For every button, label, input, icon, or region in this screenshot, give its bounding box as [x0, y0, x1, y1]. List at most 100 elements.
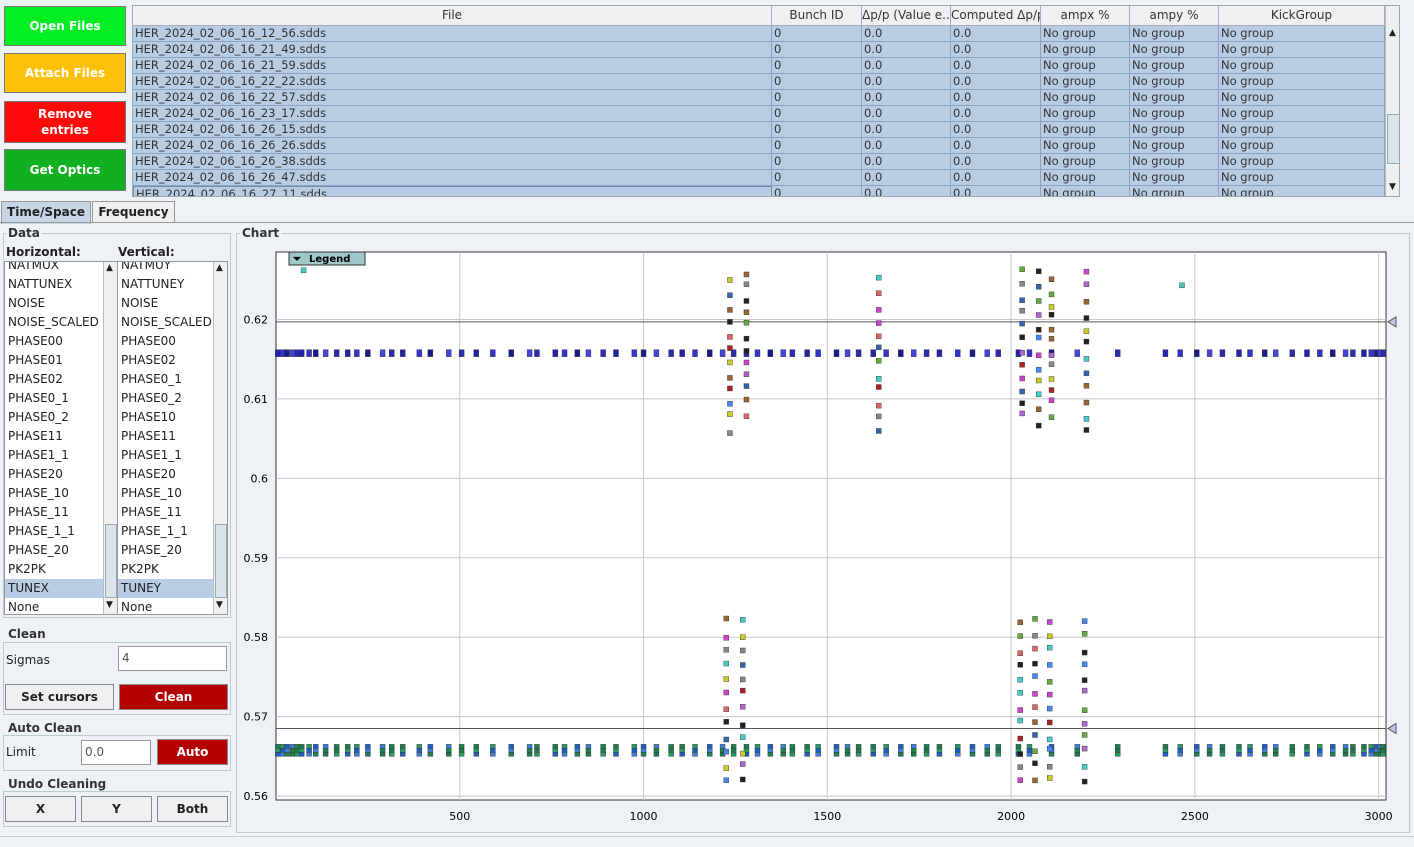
list-item[interactable]: NATMUY	[121, 261, 172, 272]
column-header[interactable]: File	[133, 6, 772, 26]
horizontal-list-scrollbar[interactable]: ▲ ▼	[103, 262, 117, 614]
list-item[interactable]: NOISE_SCALED	[8, 315, 99, 329]
list-item[interactable]: PK2PK	[121, 562, 159, 576]
tab-frequency[interactable]: Frequency	[92, 201, 175, 223]
chart-cursors[interactable]	[276, 315, 1397, 735]
data-point	[458, 748, 465, 753]
table-scrollbar[interactable]: ▲ ▼	[1385, 6, 1399, 196]
list-item[interactable]: PHASE0_2	[8, 410, 69, 424]
list-item[interactable]: PHASE_10	[121, 486, 182, 500]
list-item[interactable]: PHASE_20	[121, 543, 182, 557]
list-item[interactable]: PHASE_20	[8, 543, 69, 557]
open-files-button[interactable]: Open Files	[4, 6, 126, 46]
column-header[interactable]: Δp/p (Value e...	[862, 6, 951, 26]
limit-input[interactable]: 0.0	[81, 740, 151, 765]
tab-time-space[interactable]: Time/Space	[1, 201, 91, 224]
list-item[interactable]: PHASE_1_1	[8, 524, 75, 538]
cursor-handle-icon[interactable]	[1387, 315, 1397, 328]
list-item[interactable]: TUNEX	[5, 579, 103, 598]
data-point	[1035, 268, 1042, 274]
list-item[interactable]: PHASE01	[8, 353, 63, 367]
remove-entries-button[interactable]: Remove entries	[4, 101, 126, 143]
column-header[interactable]: Bunch ID	[772, 6, 862, 26]
list-item[interactable]: PHASE_11	[8, 505, 69, 519]
scroll-down-icon[interactable]: ▼	[106, 600, 113, 610]
list-item[interactable]: PHASE00	[8, 334, 63, 348]
list-item[interactable]: PHASE_11	[121, 505, 182, 519]
list-item[interactable]: PHASE_10	[8, 486, 69, 500]
list-item[interactable]: PK2PK	[8, 562, 46, 576]
undo-x-button[interactable]: X	[5, 796, 76, 822]
list-item[interactable]: PHASE11	[8, 429, 63, 443]
list-item[interactable]: None	[121, 600, 153, 614]
data-panel-title: Data	[6, 226, 42, 240]
list-item[interactable]: PHASE20	[121, 467, 176, 481]
list-item[interactable]: TUNEY	[118, 579, 213, 598]
scroll-up-icon[interactable]: ▲	[216, 263, 223, 273]
list-item[interactable]: PHASE02	[8, 372, 63, 386]
cursor-handle-icon[interactable]	[1387, 722, 1397, 735]
data-point	[1177, 349, 1183, 357]
vertical-list-scrollbar[interactable]: ▲ ▼	[213, 262, 227, 614]
data-point	[815, 748, 821, 753]
list-item[interactable]: PHASE1_1	[121, 448, 182, 462]
scroll-up-icon[interactable]: ▲	[1389, 28, 1396, 38]
data-point	[473, 752, 480, 757]
clean-button[interactable]: Clean	[119, 684, 228, 710]
scroll-thumb[interactable]	[215, 524, 227, 598]
list-item[interactable]: PHASE0_1	[8, 391, 69, 405]
scroll-thumb[interactable]	[105, 524, 117, 598]
list-item[interactable]: NOISE_SCALED	[121, 315, 212, 329]
undo-y-button[interactable]: Y	[81, 796, 152, 822]
list-item[interactable]: PHASE0_2	[121, 391, 182, 405]
undo-both-button[interactable]: Both	[157, 796, 228, 822]
list-item[interactable]: PHASE20	[8, 467, 63, 481]
list-item[interactable]: None	[8, 600, 40, 614]
auto-button[interactable]: Auto	[157, 739, 228, 765]
list-item[interactable]: PHASE02	[121, 353, 176, 367]
set-cursors-button[interactable]: Set cursors	[5, 684, 114, 710]
list-item[interactable]: NATTUNEX	[8, 277, 73, 291]
column-header[interactable]: ampx %	[1041, 6, 1130, 26]
scroll-thumb[interactable]	[1387, 114, 1399, 164]
scroll-down-icon[interactable]: ▼	[1389, 182, 1396, 192]
list-item[interactable]: PHASE0_1	[121, 372, 182, 386]
data-point	[855, 752, 862, 757]
column-header[interactable]: KickGroup	[1219, 6, 1385, 26]
column-header[interactable]: ampy %	[1130, 6, 1219, 26]
list-item[interactable]: NOISE	[121, 296, 159, 310]
list-item[interactable]: NATMUX	[8, 261, 59, 272]
legend-toggle[interactable]: ⏷ Legend	[288, 251, 366, 266]
column-header[interactable]: Computed Δp/p	[951, 6, 1041, 26]
list-item[interactable]: PHASE_1_1	[121, 524, 188, 538]
list-item[interactable]: NOISE	[8, 296, 46, 310]
data-point	[600, 744, 606, 749]
scroll-down-icon[interactable]: ▼	[216, 600, 223, 610]
list-item[interactable]: PHASE11	[121, 429, 176, 443]
scroll-up-icon[interactable]: ▲	[106, 263, 113, 273]
sigmas-input[interactable]: 4	[118, 646, 227, 671]
list-item[interactable]: NATTUNEY	[121, 277, 185, 291]
list-item[interactable]: PHASE00	[121, 334, 176, 348]
data-point	[1081, 778, 1088, 785]
get-optics-button[interactable]: Get Optics	[4, 149, 126, 191]
list-item[interactable]: PHASE1_1	[8, 448, 69, 462]
list-item[interactable]: PHASE10	[121, 410, 176, 424]
attach-files-button[interactable]: Attach Files	[4, 53, 126, 93]
data-point	[723, 706, 729, 713]
